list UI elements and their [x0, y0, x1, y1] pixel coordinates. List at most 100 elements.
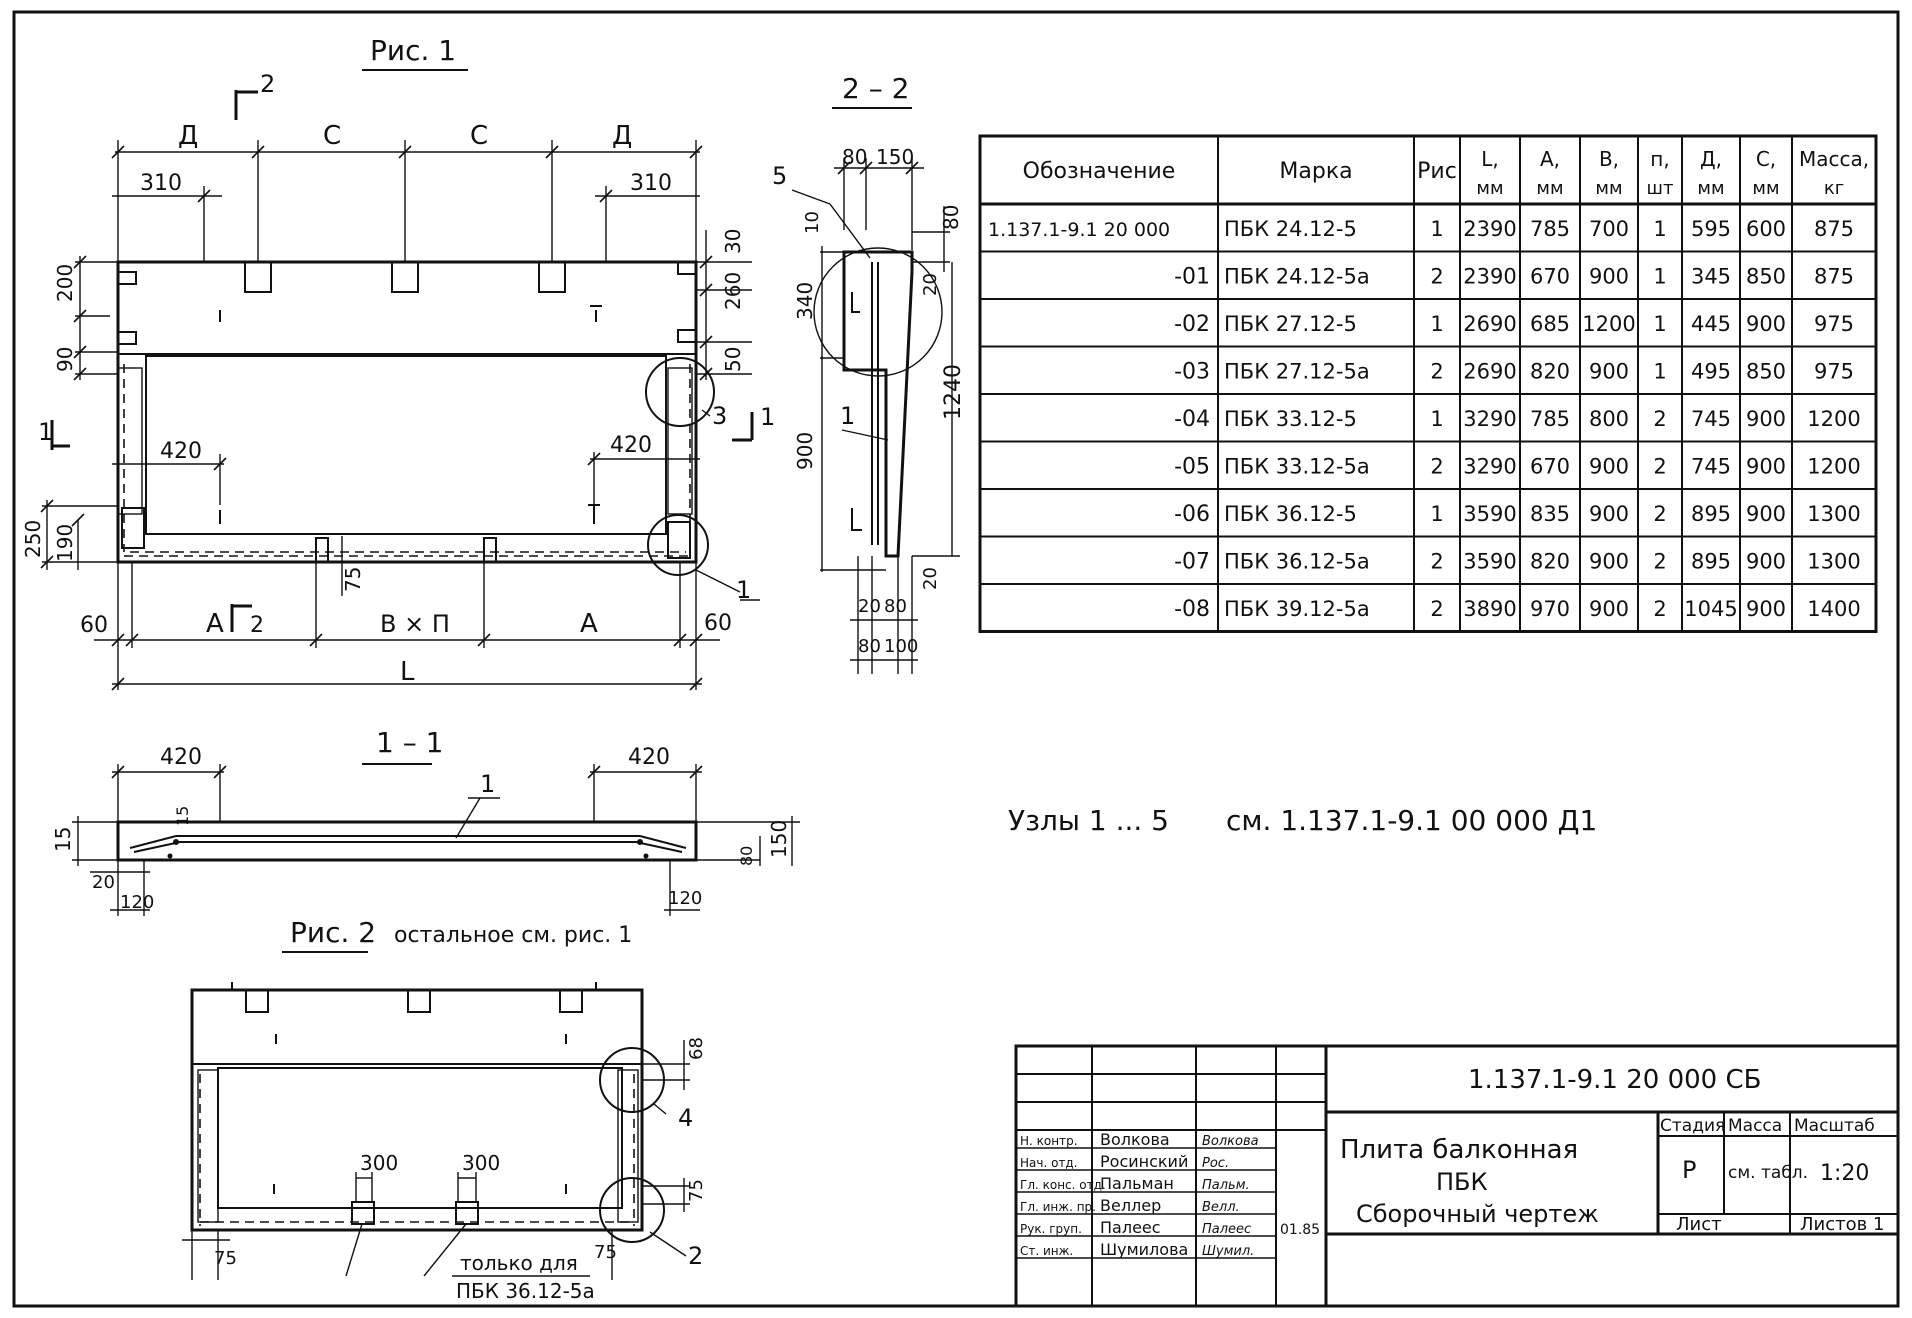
tb-sheet-label: Лист: [1676, 1214, 1722, 1235]
dim-90: 90: [53, 347, 77, 372]
table-cell: 970: [1530, 597, 1570, 621]
tb-scale-label: Масштаб: [1794, 1116, 1875, 1136]
table-cell: 2690: [1463, 359, 1516, 383]
sec22-pos-5: 5: [772, 162, 787, 190]
sec11-dim-120-left: 120: [120, 892, 154, 913]
tb-date: 01.85: [1280, 1222, 1320, 1238]
dim-c1: С: [323, 121, 341, 151]
sec11-dim-150: 150: [767, 820, 791, 858]
section-1-right-mark: 1: [760, 403, 775, 431]
header-unit: мм: [1536, 178, 1563, 199]
header-cell: п,: [1650, 147, 1669, 171]
dim-a-left: А: [206, 609, 224, 639]
tb-name: Пальман: [1100, 1174, 1174, 1193]
tb-stage-label: Стадия: [1660, 1116, 1725, 1136]
table-cell: ПБК 36.12-5а: [1224, 549, 1370, 573]
tb-title-line2: ПБК: [1436, 1168, 1488, 1196]
table-cell: 1.137.1-9.1 20 000: [988, 219, 1170, 241]
fig2-note: остальное см. рис. 1: [394, 923, 632, 948]
section-1-left-mark: 1: [38, 418, 53, 446]
tb-role: Ст. инж.: [1020, 1244, 1073, 1258]
section-2-2: 2 – 2 80 150 5 10 340 900 80 20: [772, 72, 966, 674]
tb-name: Волкова: [1100, 1130, 1170, 1149]
nodes-note: Узлы 1 ... 5 см. 1.137.1-9.1 00 000 Д1: [1008, 804, 1597, 837]
nodes-note-ref: см. 1.137.1-9.1 00 000 Д1: [1226, 804, 1597, 837]
table-cell: 1200: [1582, 312, 1635, 336]
table-cell: 495: [1691, 359, 1731, 383]
header-cell: А,: [1540, 147, 1560, 171]
tb-name: Росинский: [1100, 1152, 1188, 1171]
table-cell: -02: [1174, 312, 1210, 337]
table-cell: 900: [1589, 264, 1629, 288]
table-cell: 3590: [1463, 549, 1516, 573]
dim-d-left: Д: [178, 121, 198, 151]
sec22-bottom-80b: 80: [858, 636, 881, 657]
table-cell: -04: [1174, 407, 1210, 432]
dim-30: 30: [721, 229, 745, 254]
header-cell: С,: [1756, 147, 1776, 171]
header-cell: Марка: [1279, 159, 1352, 184]
sec11-dim-120-right: 120: [668, 888, 702, 909]
dim-310-right: 310: [630, 171, 672, 196]
table-cell: 895: [1691, 502, 1731, 526]
table-cell: 900: [1746, 597, 1786, 621]
header-cell: Масса,: [1799, 147, 1869, 171]
dim-60-right: 60: [704, 611, 732, 636]
tb-title-line3: Сборочный чертеж: [1356, 1200, 1599, 1228]
table-cell: 900: [1746, 454, 1786, 478]
sec22-bottom-100: 100: [884, 636, 918, 657]
table-cell: 900: [1746, 502, 1786, 526]
table-cell: 1300: [1807, 502, 1860, 526]
header-cell: Рис: [1417, 159, 1457, 184]
sec22-dim-20-right: 20: [920, 273, 941, 296]
dim-a-right: А: [580, 609, 598, 639]
table-cell: ПБК 27.12-5а: [1224, 359, 1370, 383]
tb-scale-value: 1:20: [1820, 1161, 1869, 1186]
fig2-dim-68: 68: [686, 1037, 707, 1060]
table-cell: 835: [1530, 502, 1570, 526]
table-cell: 1: [1653, 217, 1666, 241]
header-unit: мм: [1476, 178, 1503, 199]
tb-name: Шумилова: [1100, 1240, 1188, 1259]
table-cell: 2: [1430, 264, 1443, 288]
sec22-bottom-20: 20: [858, 596, 881, 617]
sec11-dim-80: 80: [737, 846, 756, 866]
table-cell: 1: [1430, 407, 1443, 431]
dim-250: 250: [21, 520, 45, 558]
sec22-dim-20-bottom: 20: [920, 567, 941, 590]
table-cell: 1: [1653, 312, 1666, 336]
tb-mass-value: см. табл.: [1728, 1163, 1808, 1183]
sheet-frame: [12, 10, 1900, 1308]
table-cell: 2: [1653, 407, 1666, 431]
table-cell: 785: [1530, 407, 1570, 431]
fig2-only-for: только для: [460, 1251, 578, 1275]
tb-mass-label: Масса: [1728, 1116, 1782, 1136]
table-cell: 895: [1691, 549, 1731, 573]
table-cell: 2690: [1463, 312, 1516, 336]
sec22-dim-150: 150: [876, 145, 914, 169]
table-cell: ПБК 36.12-5: [1224, 502, 1357, 526]
table-cell: 900: [1589, 597, 1629, 621]
fig2-dim-75-left: 75: [214, 1248, 237, 1269]
table-cell: 800: [1589, 407, 1629, 431]
tb-signature: Пальм.: [1202, 1178, 1250, 1193]
table-cell: -03: [1174, 359, 1210, 384]
sec22-dim-80-right: 80: [939, 205, 963, 230]
spec-table-frame: [978, 134, 1878, 633]
figure-2: Рис. 2 остальное см. рис. 1 300 300: [182, 916, 707, 1303]
table-cell: 850: [1746, 264, 1786, 288]
dim-bxn: В × П: [380, 610, 450, 638]
table-cell: ПБК 24.12-5а: [1224, 264, 1370, 288]
dim-75: 75: [341, 567, 365, 592]
table-cell: 3590: [1463, 502, 1516, 526]
table-cell: ПБК 39.12-5а: [1224, 597, 1370, 621]
dim-190: 190: [53, 524, 77, 562]
fig2-dim-300-left: 300: [360, 1151, 398, 1175]
table-cell: 685: [1530, 312, 1570, 336]
table-cell: 600: [1746, 217, 1786, 241]
nodes-note-label: Узлы 1 ... 5: [1008, 804, 1169, 837]
section-2-top-mark: 2: [260, 70, 275, 98]
section-1-1: 1 – 1 420 420 1 15 15 80 150: [51, 726, 800, 916]
dim-d-right: Д: [612, 121, 632, 151]
sec22-dim-900: 900: [793, 432, 817, 470]
